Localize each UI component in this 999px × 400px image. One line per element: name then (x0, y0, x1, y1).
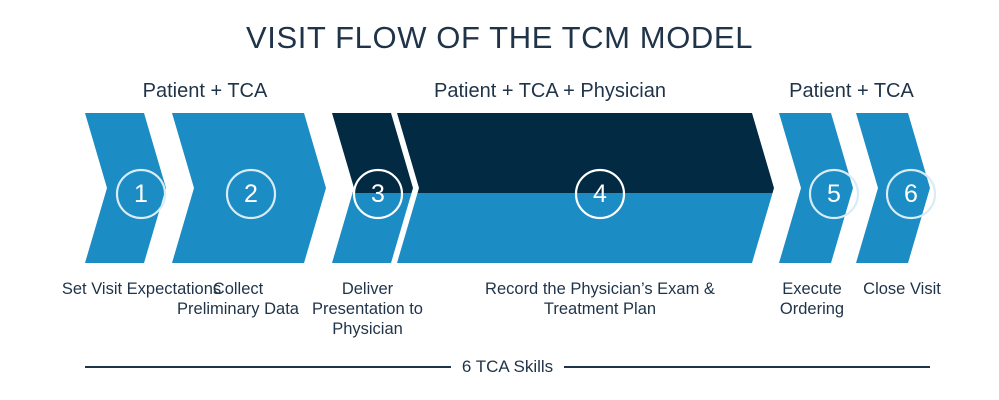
step-number-4: 4 (593, 180, 607, 208)
step-caption-1: Set Visit Expectations (61, 280, 222, 298)
chevron-step-2[interactable] (167, 108, 337, 268)
step-caption-4: Record the Physician’s Exam & Treatment … (485, 280, 715, 319)
footer-rule-right (564, 365, 931, 368)
step-number-3: 3 (371, 180, 385, 208)
chevron-step-5[interactable] (774, 108, 864, 268)
step-badge-6: 6 (885, 168, 937, 220)
chevron-step-4[interactable] (392, 108, 782, 268)
step-number-2: 2 (244, 180, 258, 208)
step-number-6: 6 (904, 180, 918, 208)
step-number-5: 5 (827, 180, 841, 208)
group-header-patient-tca-physician: Patient + TCA + Physician (434, 80, 666, 102)
step-badge-3: 3 (352, 168, 404, 220)
chevron-step-6[interactable] (851, 108, 941, 268)
chevron-step-1[interactable] (80, 108, 176, 268)
footer-label: 6 TCA Skills (461, 357, 554, 376)
chevron-step-3[interactable] (327, 108, 423, 268)
group-header-patient-tca-left: Patient + TCA (142, 80, 268, 102)
footer-rule-left (85, 365, 451, 368)
step-caption-3: Deliver Presentation to Physician (312, 280, 423, 339)
footer-band: 6 TCA Skills (85, 357, 931, 376)
step-caption-6: Close Visit (863, 280, 941, 298)
step-badge-1: 1 (115, 168, 167, 220)
step-badge-4: 4 (574, 168, 626, 220)
page-title: VISIT FLOW OF THE TCM MODEL (245, 20, 754, 55)
step-number-1: 1 (134, 180, 148, 208)
step-caption-2: Collect Preliminary Data (177, 280, 299, 319)
step-caption-5: Execute Ordering (779, 280, 845, 319)
step-badge-5: 5 (808, 168, 860, 220)
step-badge-2: 2 (225, 168, 277, 220)
group-header-patient-tca-right: Patient + TCA (789, 80, 914, 102)
